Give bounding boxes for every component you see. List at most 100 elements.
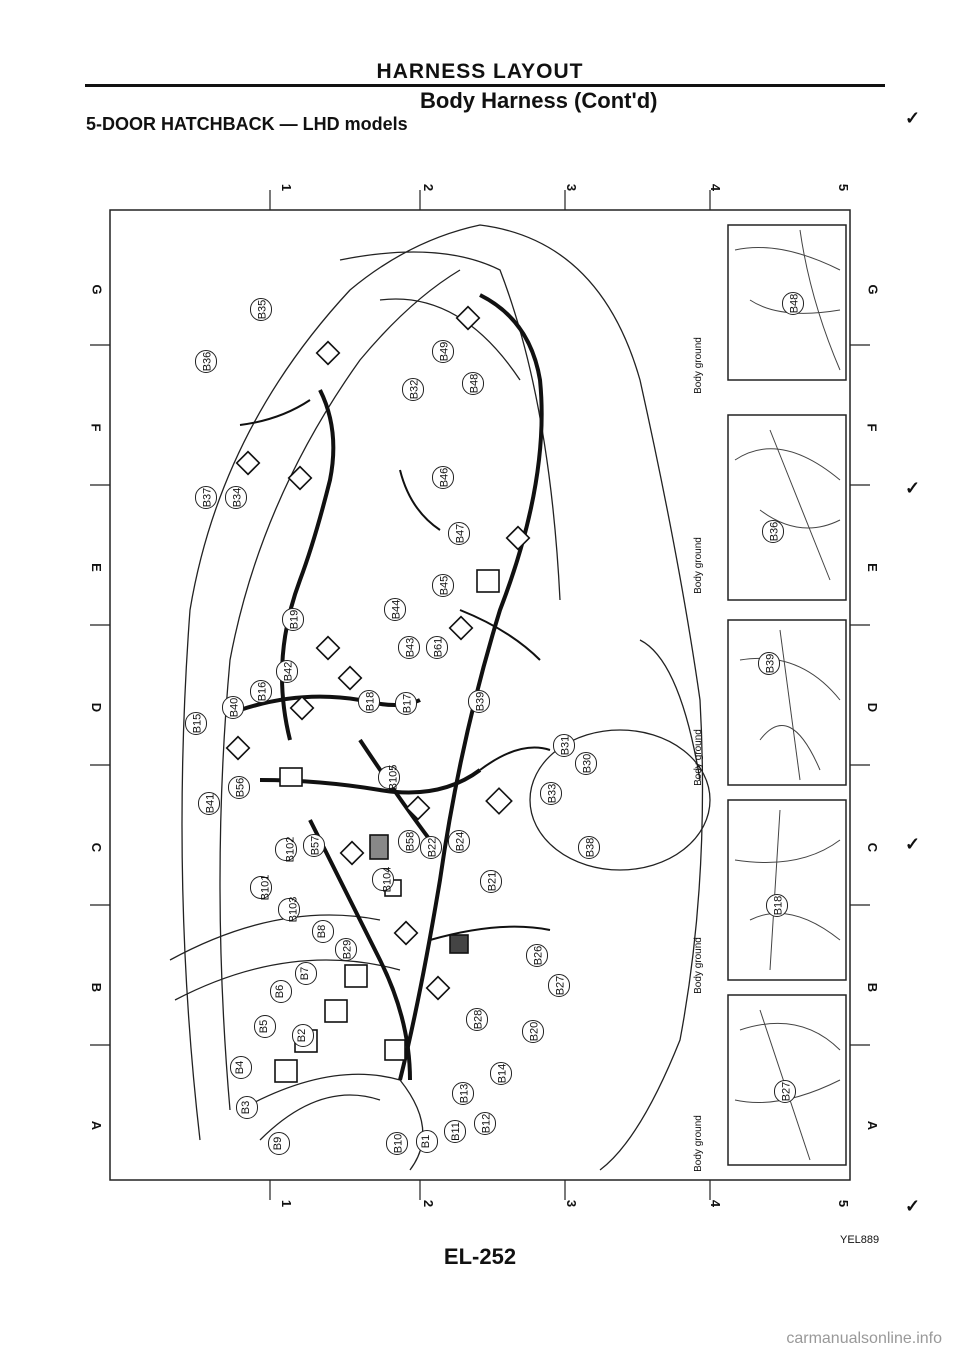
connector-label: B29 xyxy=(335,938,357,961)
connector-label: B37 xyxy=(195,486,217,509)
inset-connector-label: B48 xyxy=(782,292,804,315)
col-label-2: 2 xyxy=(421,183,437,192)
inset-connector-label: B36 xyxy=(762,520,784,543)
connector-label: B41 xyxy=(198,792,220,815)
connector-label: B18 xyxy=(358,690,380,713)
connector-label: B4 xyxy=(230,1056,252,1079)
connector-label: B16 xyxy=(250,680,272,703)
row-label-d: D xyxy=(89,702,105,713)
connector-label: B17 xyxy=(395,692,417,715)
row-label-f: F xyxy=(88,423,104,432)
title-rule xyxy=(85,84,885,87)
row-label-a: A xyxy=(89,1120,105,1131)
connector-label: B102 xyxy=(275,837,297,862)
connector-label: B24 xyxy=(448,830,470,853)
row-label-g-right: G xyxy=(865,284,881,295)
connector-label: B7 xyxy=(295,962,317,985)
connector-label: B3 xyxy=(236,1096,258,1119)
connector-label: B35 xyxy=(250,298,272,321)
connector-label: B43 xyxy=(398,636,420,659)
connector-label: B103 xyxy=(278,897,300,922)
row-label-e-right: E xyxy=(864,563,880,572)
connector-label: B47 xyxy=(448,522,470,545)
watermark: carmanualsonline.info xyxy=(786,1330,942,1347)
section-title: 5-DOOR HATCHBACK — LHD models xyxy=(86,114,408,134)
connector-label: B39 xyxy=(468,690,490,713)
connector-label: B11 xyxy=(444,1120,466,1143)
connector-label: B8 xyxy=(312,920,334,943)
page-subtitle: Body Harness (Cont'd) xyxy=(420,88,658,113)
connector-label: B31 xyxy=(553,734,575,757)
connector-label: B36 xyxy=(195,350,217,373)
col-label-3: 3 xyxy=(564,183,580,192)
connector-label: B22 xyxy=(420,836,442,859)
connector-label: B105 xyxy=(378,765,400,790)
col-label-5: 5 xyxy=(836,183,852,192)
connector-label: B20 xyxy=(522,1020,544,1043)
connector-label: B12 xyxy=(474,1112,496,1135)
connector-label: B2 xyxy=(292,1024,314,1047)
connector-label: B21 xyxy=(480,870,502,893)
page-title: HARNESS LAYOUT xyxy=(376,60,584,83)
connector-label: B56 xyxy=(228,776,250,799)
tick-mark: ✓ xyxy=(905,478,921,498)
connector-label: B10 xyxy=(386,1132,408,1155)
connector-label: B14 xyxy=(490,1062,512,1085)
connector-label: B104 xyxy=(372,867,394,892)
inset-ground-label: Body ground xyxy=(692,337,704,394)
connector-label: B48 xyxy=(462,372,484,395)
row-label-c-right: C xyxy=(865,842,881,853)
inset-connector-label: B39 xyxy=(758,652,780,675)
connector-label: B101 xyxy=(250,875,272,900)
connector-label: B13 xyxy=(452,1082,474,1105)
harness-diagram xyxy=(90,190,870,1200)
page-number: EL-252 xyxy=(443,1244,517,1269)
connector-label: B30 xyxy=(575,752,597,775)
connector-label: B5 xyxy=(254,1015,276,1038)
connector-label: B28 xyxy=(466,1008,488,1031)
connector-label: B15 xyxy=(185,712,207,735)
col-label-4: 4 xyxy=(708,183,724,192)
connector-label: B57 xyxy=(303,834,325,857)
connector-label: B38 xyxy=(578,836,600,859)
connector-label: B44 xyxy=(384,598,406,621)
connector-label: B19 xyxy=(282,608,304,631)
connector-label: B45 xyxy=(432,574,454,597)
inset-ground-label: Body ground xyxy=(692,537,704,594)
row-label-g: G xyxy=(89,284,105,295)
inset-connector-label: B18 xyxy=(766,894,788,917)
row-label-d-right: D xyxy=(865,702,881,713)
row-label-f-right: F xyxy=(864,423,880,432)
connector-label: B32 xyxy=(402,378,424,401)
col-label-3-bottom: 3 xyxy=(564,1199,580,1208)
connector-label: B49 xyxy=(432,340,454,363)
connector-label: B61 xyxy=(426,636,448,659)
inset-connector-label: B27 xyxy=(774,1080,796,1103)
col-label-1-bottom: 1 xyxy=(279,1199,295,1208)
inset-ground-label: Body ground xyxy=(692,937,704,994)
tick-mark: ✓ xyxy=(905,1196,921,1216)
connector-label: B27 xyxy=(548,974,570,997)
row-label-b: B xyxy=(89,982,105,993)
row-label-e: E xyxy=(88,563,104,572)
connector-label: B40 xyxy=(222,696,244,719)
col-label-2-bottom: 2 xyxy=(421,1199,437,1208)
inset-ground-label: Body ground xyxy=(692,1115,704,1172)
connector-label: B46 xyxy=(432,466,454,489)
col-label-1: 1 xyxy=(279,183,295,192)
row-label-b-right: B xyxy=(865,982,881,993)
row-label-a-right: A xyxy=(865,1120,881,1131)
row-label-c: C xyxy=(89,842,105,853)
connector-label: B58 xyxy=(398,830,420,853)
col-label-4-bottom: 4 xyxy=(708,1199,724,1208)
figure-code: YEL889 xyxy=(840,1234,880,1246)
col-label-5-bottom: 5 xyxy=(836,1199,852,1208)
connector-label: B33 xyxy=(540,782,562,805)
connector-label: B42 xyxy=(276,660,298,683)
connector-label: B9 xyxy=(268,1132,290,1155)
connector-label: B1 xyxy=(416,1130,438,1153)
connector-label: B26 xyxy=(526,944,548,967)
connector-label: B34 xyxy=(225,486,247,509)
tick-mark: ✓ xyxy=(905,834,921,854)
tick-mark: ✓ xyxy=(905,108,921,128)
